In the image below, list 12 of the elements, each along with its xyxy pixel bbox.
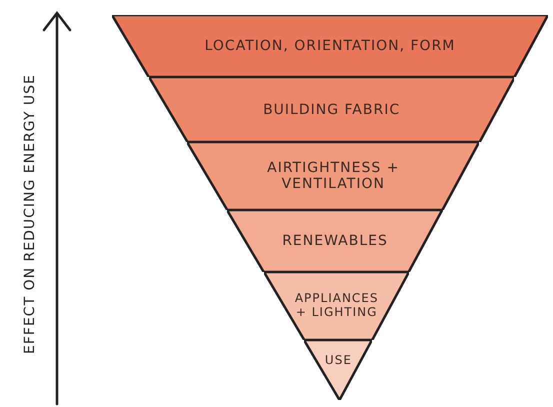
band-label: BUILDING FABRIC [262, 101, 402, 118]
axis-label: EFFECT ON REDUCING ENERGY USE [22, 73, 38, 356]
pyramid-band [187, 142, 480, 210]
pyramid-band [148, 77, 514, 142]
band-label: AIRTIGHTNESS + VENTILATION [266, 160, 400, 192]
band-label: APPLIANCES + LIGHTING [294, 292, 380, 320]
band-label: RENEWABLES [281, 232, 389, 250]
band-label: USE [324, 354, 353, 368]
band-label: LOCATION, ORIENTATION, FORM [204, 38, 456, 54]
pyramid-band [227, 210, 443, 272]
pyramid-band [112, 15, 548, 77]
pyramid-band [264, 272, 410, 340]
